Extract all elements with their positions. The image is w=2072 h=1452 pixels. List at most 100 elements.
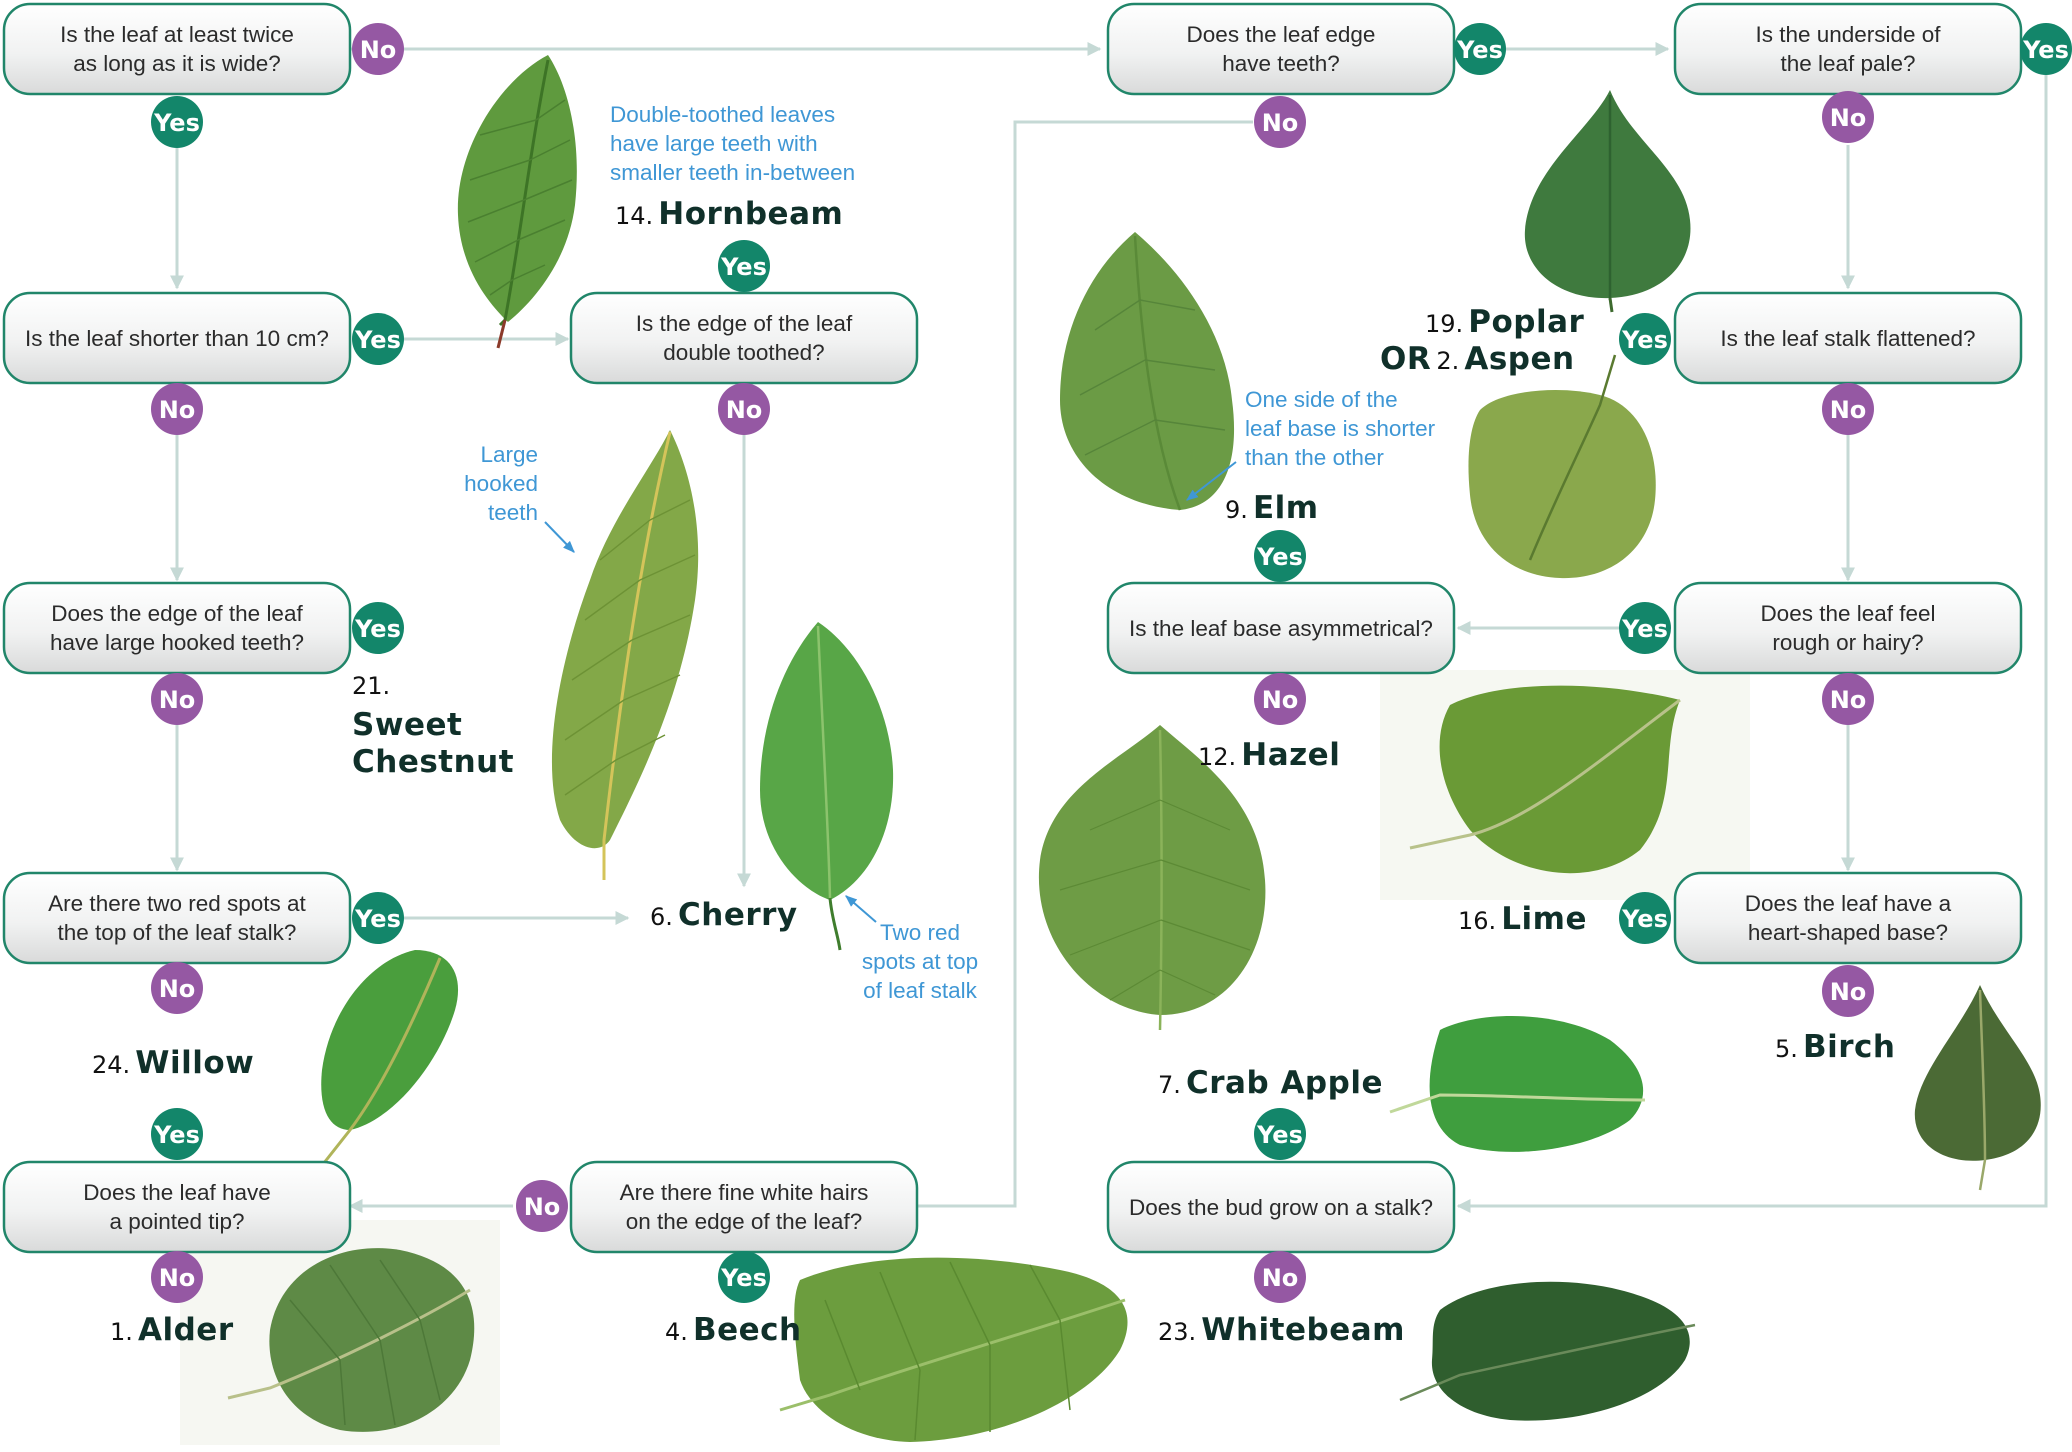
svg-text:smaller teeth in-between: smaller teeth in-between bbox=[610, 160, 855, 185]
no-badge: No bbox=[151, 673, 203, 725]
aspen-leaf-image bbox=[1468, 355, 1655, 578]
question-twice-as-long: Is the leaf at least twice as long as it… bbox=[4, 4, 350, 94]
svg-text:Yes: Yes bbox=[354, 905, 401, 933]
no-badge: No bbox=[1254, 96, 1306, 148]
svg-text:of leaf stalk: of leaf stalk bbox=[863, 978, 978, 1003]
willow-leaf-image bbox=[300, 950, 458, 1170]
svg-text:Does the edge of the leaf: Does the edge of the leaf bbox=[51, 601, 303, 626]
question-rough-or-hairy: Does the leaf feel rough or hairy? bbox=[1675, 583, 2021, 673]
svg-text:No: No bbox=[1262, 109, 1299, 137]
yes-badge: Yes bbox=[352, 892, 404, 944]
species-birch: 5. Birch bbox=[1775, 1029, 1896, 1065]
species-sweet-chestnut-line2: Chestnut bbox=[352, 744, 514, 780]
svg-text:Does the bud grow on a stalk?: Does the bud grow on a stalk? bbox=[1129, 1195, 1433, 1220]
question-boxes: Is the leaf at least twice as long as it… bbox=[4, 4, 2021, 1252]
svg-text:Two red: Two red bbox=[880, 920, 960, 945]
svg-text:No: No bbox=[360, 36, 397, 64]
svg-text:Is the leaf at least twice: Is the leaf at least twice bbox=[60, 22, 294, 47]
species-hazel: 12. Hazel bbox=[1198, 737, 1340, 773]
svg-text:No: No bbox=[1830, 396, 1867, 424]
lime-leaf-image bbox=[1380, 670, 1750, 900]
svg-text:Yes: Yes bbox=[720, 253, 767, 281]
svg-text:than the other: than the other bbox=[1245, 445, 1384, 470]
svg-text:Yes: Yes bbox=[1256, 1121, 1303, 1149]
question-hooked-teeth: Does the edge of the leaf have large hoo… bbox=[4, 583, 350, 673]
species-hornbeam: 14. Hornbeam bbox=[615, 196, 843, 232]
crab-apple-leaf-image bbox=[1390, 1016, 1645, 1152]
svg-text:No: No bbox=[159, 396, 196, 424]
species-sweet-chestnut: Sweet bbox=[352, 707, 462, 743]
species-sweet-chestnut-number: 21. bbox=[352, 672, 390, 700]
no-badge: No bbox=[352, 23, 404, 75]
no-badge: No bbox=[718, 383, 770, 435]
svg-text:One side of the: One side of the bbox=[1245, 387, 1398, 412]
svg-text:No: No bbox=[524, 1193, 561, 1221]
no-badge: No bbox=[1254, 1251, 1306, 1303]
question-pointed-tip: Does the leaf have a pointed tip? bbox=[4, 1162, 350, 1252]
sweet-chestnut-leaf-image bbox=[552, 430, 698, 880]
svg-text:Is the leaf stalk flattened?: Is the leaf stalk flattened? bbox=[1720, 326, 1975, 351]
svg-text:Yes: Yes bbox=[2022, 36, 2069, 64]
svg-text:Yes: Yes bbox=[1256, 543, 1303, 571]
svg-text:Is the edge of the leaf: Is the edge of the leaf bbox=[636, 311, 853, 336]
yes-badge: Yes bbox=[1254, 530, 1306, 582]
svg-text:No: No bbox=[1830, 978, 1867, 1006]
species-alder: 1. Alder bbox=[110, 1312, 234, 1348]
yes-badge: Yes bbox=[1254, 1108, 1306, 1160]
svg-text:Yes: Yes bbox=[1456, 36, 1503, 64]
question-bud-on-stalk: Does the bud grow on a stalk? bbox=[1108, 1162, 1454, 1252]
no-badge: No bbox=[516, 1180, 568, 1232]
species-beech: 4. Beech bbox=[665, 1312, 802, 1348]
svg-text:Are there fine white hairs: Are there fine white hairs bbox=[620, 1180, 869, 1205]
svg-text:Yes: Yes bbox=[1621, 905, 1668, 933]
svg-text:Is the leaf base asymmetrical?: Is the leaf base asymmetrical? bbox=[1129, 616, 1433, 641]
svg-text:rough or hairy?: rough or hairy? bbox=[1772, 630, 1923, 655]
question-heart-shaped-base: Does the leaf have a heart-shaped base? bbox=[1675, 873, 2021, 963]
species-elm: 9. Elm bbox=[1225, 490, 1319, 526]
note-arrow bbox=[545, 522, 574, 552]
no-badge: No bbox=[1822, 673, 1874, 725]
svg-text:Does the leaf have: Does the leaf have bbox=[83, 1180, 271, 1205]
svg-text:Yes: Yes bbox=[153, 109, 200, 137]
svg-text:Yes: Yes bbox=[1621, 615, 1668, 643]
svg-text:Large: Large bbox=[480, 442, 538, 467]
no-badge: No bbox=[151, 962, 203, 1014]
svg-text:leaf base is shorter: leaf base is shorter bbox=[1245, 416, 1436, 441]
svg-text:have large hooked teeth?: have large hooked teeth? bbox=[50, 630, 304, 655]
beech-leaf-image bbox=[780, 1258, 1128, 1442]
species-aspen: OR 2. Aspen bbox=[1380, 341, 1575, 377]
svg-text:a pointed tip?: a pointed tip? bbox=[109, 1209, 244, 1234]
svg-text:No: No bbox=[1262, 686, 1299, 714]
yes-badge: Yes bbox=[718, 1251, 770, 1303]
svg-text:hooked: hooked bbox=[464, 471, 538, 496]
svg-text:Yes: Yes bbox=[720, 1264, 767, 1292]
birch-leaf-image bbox=[1915, 985, 2041, 1190]
yes-badge: Yes bbox=[2020, 23, 2072, 75]
svg-text:the top of the leaf stalk?: the top of the leaf stalk? bbox=[58, 920, 297, 945]
species-whitebeam: 23. Whitebeam bbox=[1158, 1312, 1405, 1348]
species-crab-apple: 7. Crab Apple bbox=[1158, 1065, 1383, 1101]
svg-text:the leaf pale?: the leaf pale? bbox=[1780, 51, 1915, 76]
svg-text:on the edge of the leaf?: on the edge of the leaf? bbox=[626, 1209, 862, 1234]
svg-text:Yes: Yes bbox=[153, 1121, 200, 1149]
question-edge-teeth: Does the leaf edge have teeth? bbox=[1108, 4, 1454, 94]
svg-text:heart-shaped base?: heart-shaped base? bbox=[1748, 920, 1948, 945]
yes-badge: Yes bbox=[151, 96, 203, 148]
yes-badge: Yes bbox=[151, 1108, 203, 1160]
note-cherry-spots: Two red spots at top of leaf stalk bbox=[846, 896, 978, 1003]
yes-badge: Yes bbox=[352, 313, 404, 365]
elm-leaf-image bbox=[1060, 232, 1234, 510]
yes-badge: Yes bbox=[352, 602, 404, 654]
svg-text:Yes: Yes bbox=[354, 615, 401, 643]
svg-text:double toothed?: double toothed? bbox=[663, 340, 824, 365]
no-badge: No bbox=[1822, 383, 1874, 435]
svg-text:No: No bbox=[1830, 686, 1867, 714]
question-double-toothed: Is the edge of the leaf double toothed? bbox=[571, 293, 917, 383]
svg-text:Is the underside of: Is the underside of bbox=[1755, 22, 1941, 47]
svg-text:Does the leaf feel: Does the leaf feel bbox=[1760, 601, 1935, 626]
no-badge: No bbox=[1822, 91, 1874, 143]
yes-badge: Yes bbox=[718, 240, 770, 292]
svg-text:as long as it is wide?: as long as it is wide? bbox=[73, 51, 281, 76]
yes-badge: Yes bbox=[1619, 313, 1671, 365]
